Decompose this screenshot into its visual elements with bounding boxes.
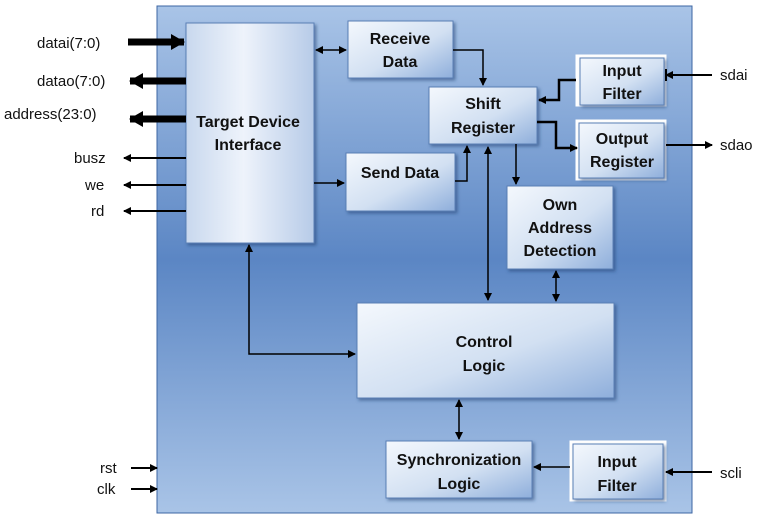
send-data-block: Send Data: [345, 152, 456, 212]
receive-data-block: Receive Data: [347, 20, 454, 79]
own-address-detection-label-1: Own: [543, 197, 578, 214]
send-to-shift-arrow: [455, 145, 471, 182]
port-label-rst: rst: [100, 460, 117, 477]
output-register-label-2: Register: [590, 154, 654, 171]
target-device-interface-label-1: Target Device: [196, 114, 300, 131]
port-label-scli: scli: [720, 465, 742, 482]
synchronization-logic-block: Synchronization Logic: [385, 440, 533, 499]
target-device-interface-label-2: Interface: [215, 137, 282, 154]
input-filter-bottom-label-2: Filter: [597, 478, 636, 495]
send-data-label: Send Data: [361, 165, 439, 182]
receive-data-label-1: Receive: [370, 31, 431, 48]
shift-register-label-1: Shift: [465, 96, 501, 113]
input-filter-bottom-block: Input Filter: [569, 440, 667, 502]
receive-data-label-2: Data: [383, 54, 418, 71]
shift-to-output-arrow: [537, 120, 578, 152]
filter-to-shift-arrow: [538, 78, 576, 104]
port-label-address: address(23:0): [4, 106, 97, 123]
input-filter-top-block: Input Filter: [575, 54, 667, 107]
input-filter-top-label-1: Input: [602, 63, 642, 80]
shift-register-block: Shift Register: [428, 86, 538, 145]
port-label-datai: datai(7:0): [37, 35, 100, 52]
tdi-control-link: [245, 244, 356, 358]
port-label-busz: busz: [74, 150, 106, 167]
receive-to-shift-arrow: [453, 49, 487, 86]
target-device-interface-block: Target Device Interface: [185, 22, 315, 244]
output-register-block: Output Register: [575, 119, 667, 181]
port-label-sdao: sdao: [720, 137, 753, 154]
own-address-detection-block: Own Address Detection: [506, 185, 614, 270]
shift-register-label-2: Register: [451, 120, 515, 137]
synchronization-logic-label-2: Logic: [438, 476, 481, 493]
control-logic-label-2: Logic: [463, 358, 506, 375]
input-filter-bottom-label-1: Input: [597, 454, 637, 471]
control-logic-block: Control Logic: [356, 302, 615, 399]
port-label-sdai: sdai: [720, 67, 748, 84]
own-address-detection-label-2: Address: [528, 220, 592, 237]
output-register-label-1: Output: [596, 131, 649, 148]
port-label-clk: clk: [97, 481, 116, 498]
port-label-we: we: [84, 177, 104, 194]
control-logic-label-1: Control: [456, 334, 513, 351]
input-filter-top-label-2: Filter: [602, 86, 641, 103]
own-address-detection-label-3: Detection: [524, 243, 597, 260]
port-label-datao: datao(7:0): [37, 73, 105, 90]
port-label-rd: rd: [91, 203, 104, 220]
synchronization-logic-label-1: Synchronization: [397, 452, 521, 469]
